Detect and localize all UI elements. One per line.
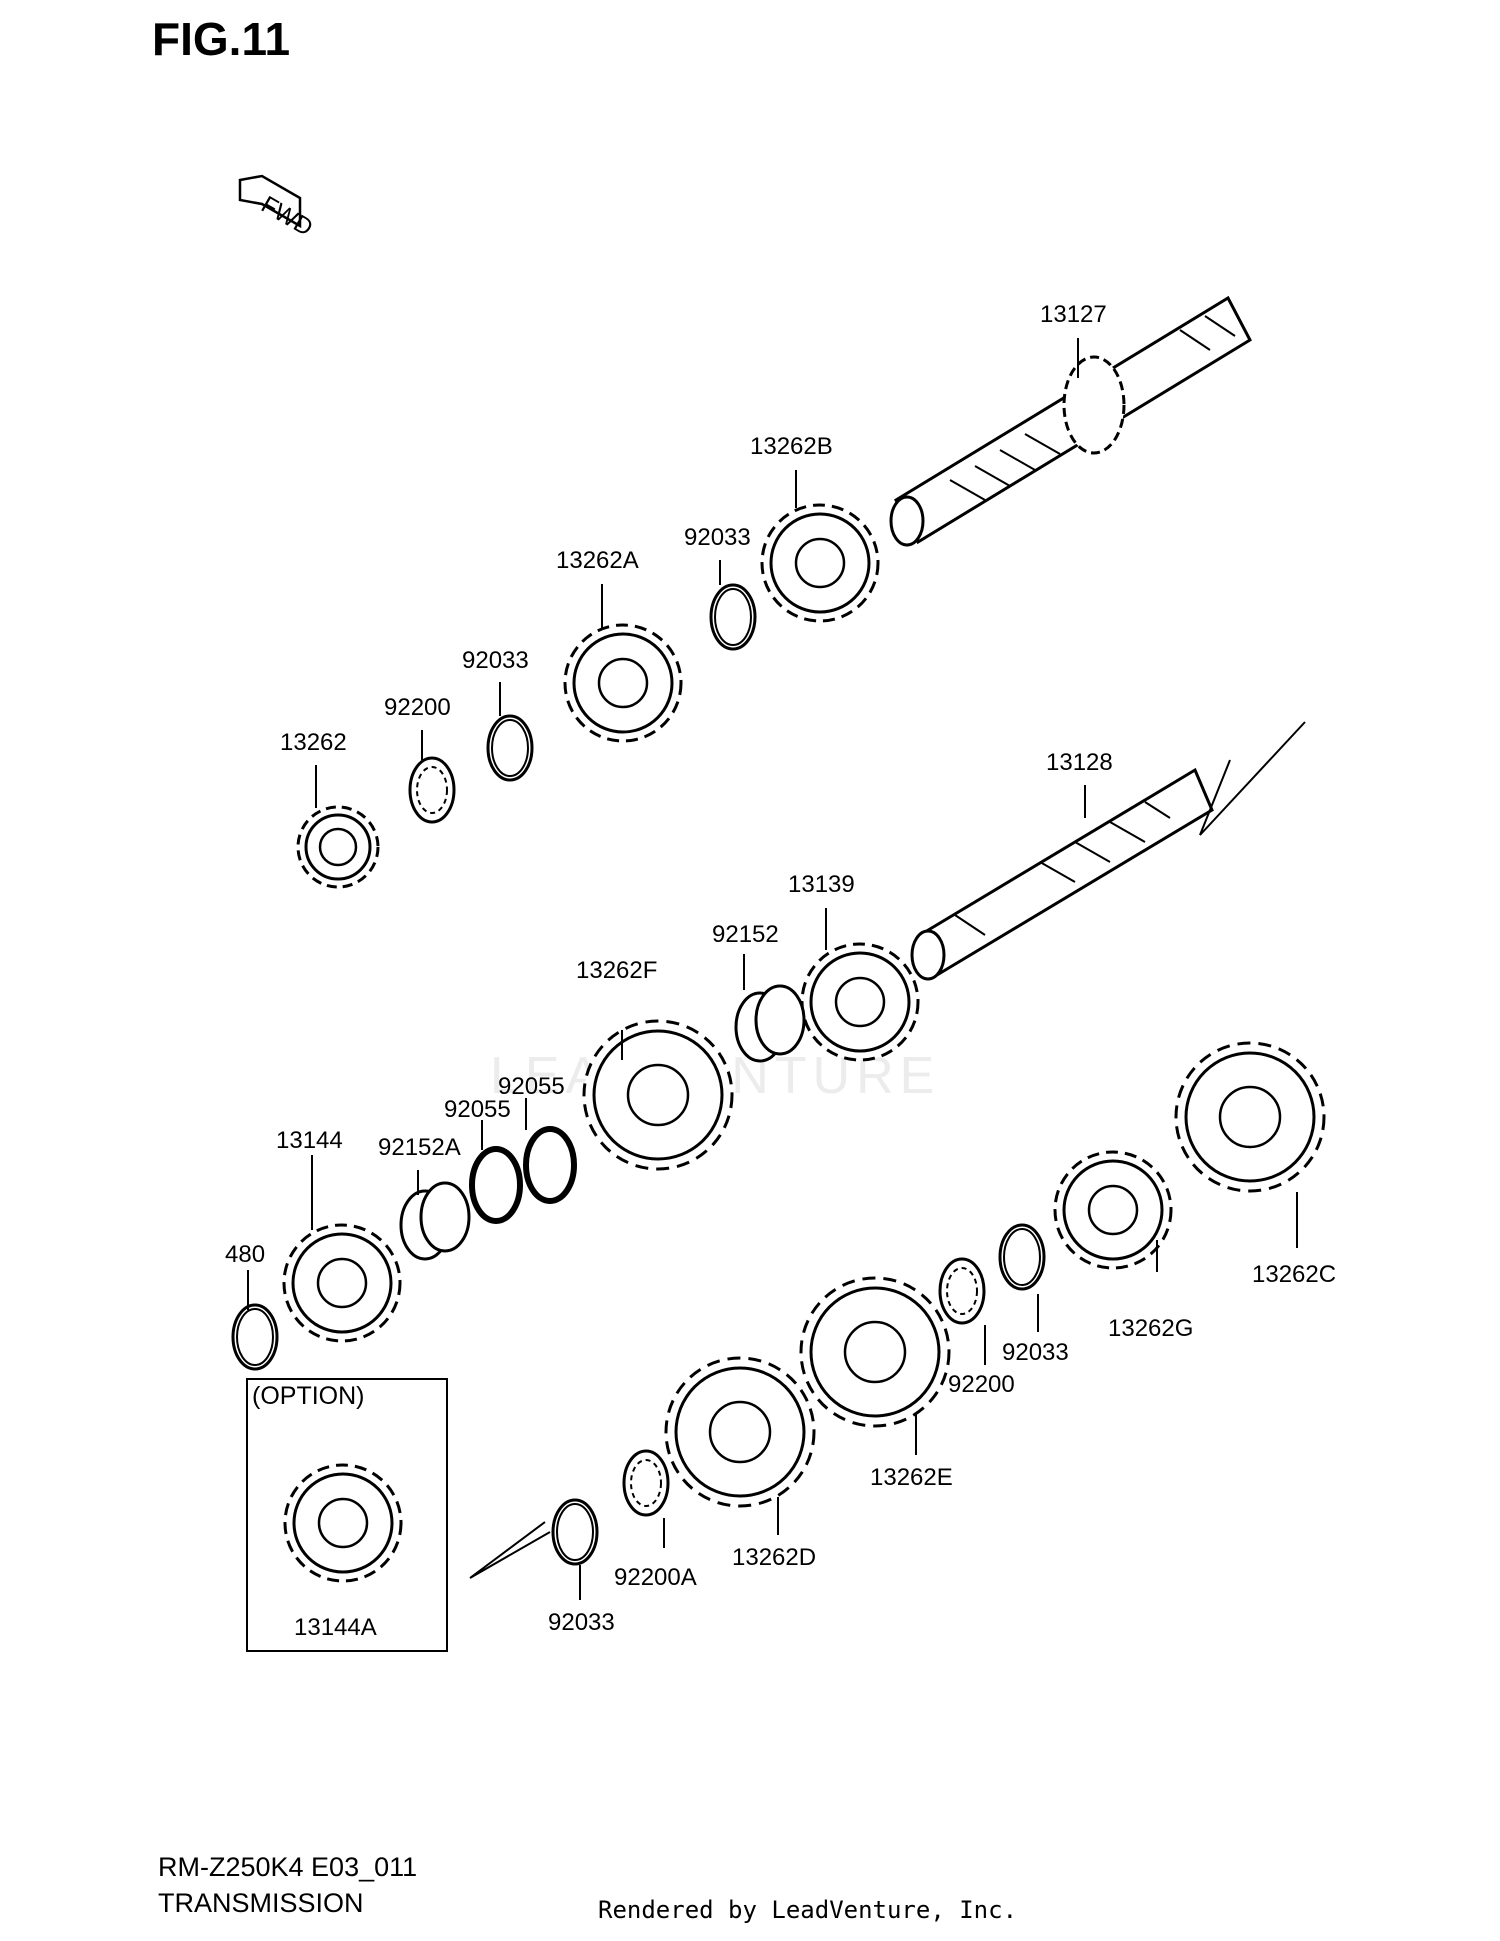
part-label: 13127 xyxy=(1040,301,1107,328)
reference-line xyxy=(1199,721,1306,836)
gear-13262A xyxy=(563,623,683,743)
part-label: 480 xyxy=(225,1241,265,1268)
part-label: 92152 xyxy=(712,921,779,948)
reference-line xyxy=(469,1521,551,1579)
o-ring xyxy=(523,1126,577,1204)
model-code: RM-Z250K4 E03_011 xyxy=(158,1852,418,1882)
washer xyxy=(622,1449,670,1517)
fwd-arrow-icon: FWD xyxy=(238,174,317,242)
part-label: 13262D xyxy=(732,1544,816,1571)
part-label: 92152A xyxy=(378,1134,461,1161)
gear-13262 xyxy=(296,805,380,889)
snap-ring xyxy=(998,1223,1046,1291)
snap-ring xyxy=(486,714,534,782)
o-ring xyxy=(469,1146,523,1224)
snap-ring xyxy=(709,583,757,651)
washer xyxy=(938,1257,986,1325)
part-label: 92200 xyxy=(948,1371,1015,1398)
part-label: 92055 xyxy=(498,1073,565,1100)
part-label: 13262C xyxy=(1252,1261,1336,1288)
gear-13262G xyxy=(1053,1150,1173,1270)
gear-13262E xyxy=(799,1276,951,1428)
part-label: 13262E xyxy=(870,1464,953,1491)
shaft-13127 xyxy=(889,295,1252,547)
part-label: 13144 xyxy=(276,1127,343,1154)
part-label: 13262F xyxy=(576,957,657,984)
gear-13262D xyxy=(664,1356,816,1508)
part-label: 13139 xyxy=(788,871,855,898)
part-label: 92033 xyxy=(462,647,529,674)
option-label: (OPTION) xyxy=(252,1382,365,1410)
part-label: 92033 xyxy=(1002,1339,1069,1366)
part-label: 13262G xyxy=(1108,1315,1193,1342)
part-label: 13262 xyxy=(280,729,347,756)
bushing-92152 xyxy=(734,984,806,1063)
option-part-label: 13144A xyxy=(294,1614,377,1641)
gear-13262C xyxy=(1174,1041,1326,1193)
snap-ring xyxy=(551,1498,599,1566)
circlip-480 xyxy=(231,1303,279,1371)
figure-title: FIG.11 xyxy=(152,13,291,65)
part-label: 92033 xyxy=(548,1609,615,1636)
option-box: (OPTION) 13144A xyxy=(246,1378,448,1652)
shaft-13128 xyxy=(910,767,1214,981)
part-label: 92200 xyxy=(384,694,451,721)
part-label: 92200A xyxy=(614,1564,697,1591)
gear-13262B xyxy=(760,503,880,623)
render-credit: Rendered by LeadVenture, Inc. xyxy=(598,1896,1018,1924)
part-label: 92055 xyxy=(444,1096,511,1123)
hub-13139 xyxy=(800,942,920,1062)
sprocket-13144 xyxy=(282,1223,402,1343)
bushing-92152A xyxy=(399,1181,471,1261)
washer xyxy=(408,756,456,824)
part-label: 13128 xyxy=(1046,749,1113,776)
part-label: 92033 xyxy=(684,524,751,551)
part-label: 13262A xyxy=(556,547,639,574)
diagram-subtitle: TRANSMISSION xyxy=(158,1888,364,1918)
leader-lines xyxy=(247,338,1298,1600)
gear-13262F xyxy=(582,1019,734,1171)
part-label: 13262B xyxy=(750,433,833,460)
